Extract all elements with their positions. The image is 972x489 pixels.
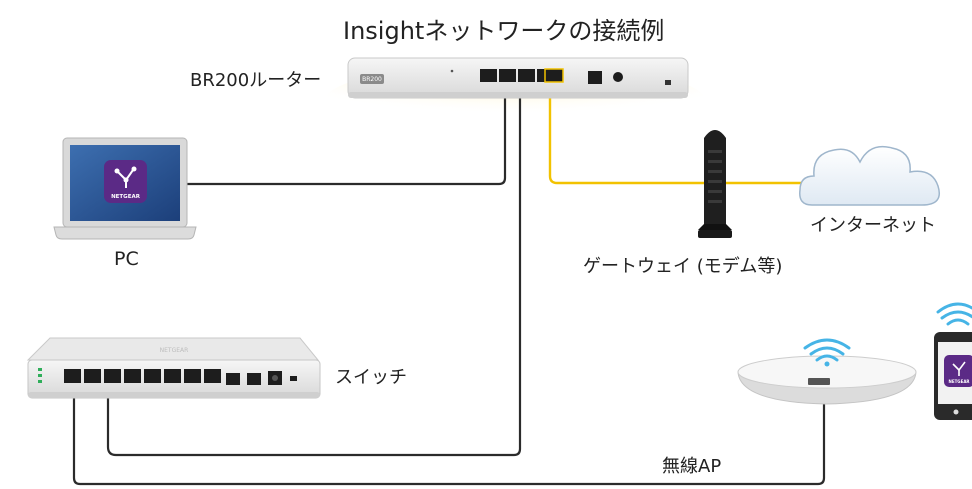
gateway-device: [698, 130, 732, 238]
cable-router-to-pc: [186, 83, 507, 186]
pc-app-name: NETGEAR: [111, 194, 141, 200]
ethernet-cables: [72, 83, 826, 486]
ap-label: 無線AP: [662, 456, 722, 477]
pc-label: PC: [114, 248, 139, 270]
gateway-label: ゲートウェイ (モデム等): [583, 256, 783, 277]
phone-app-name: NETGEAR: [949, 379, 970, 384]
internet-cloud: [799, 145, 940, 206]
cable-router-to-switch: [106, 83, 522, 457]
phone-device: NETGEAR: [934, 302, 972, 420]
ap-wifi-icon: [803, 338, 851, 362]
switch-label: スイッチ: [335, 367, 407, 388]
phone-wifi-icon: [936, 302, 972, 326]
ap-device: [737, 338, 917, 405]
router-device: BR200: [347, 57, 689, 99]
diagram-title: Insightネットワークの接続例: [343, 17, 665, 45]
switch-brand-text: NETGEAR: [160, 347, 189, 354]
internet-label: インターネット: [810, 215, 936, 236]
router-badge-text: BR200: [362, 76, 382, 83]
switch-device: NETGEAR: [26, 337, 321, 399]
router-label: BR200ルーター: [190, 70, 322, 91]
laptop-device: NETGEAR: [53, 137, 197, 240]
cable-switch-to-ap: [72, 365, 826, 486]
cable-router-to-gateway: [548, 80, 825, 185]
